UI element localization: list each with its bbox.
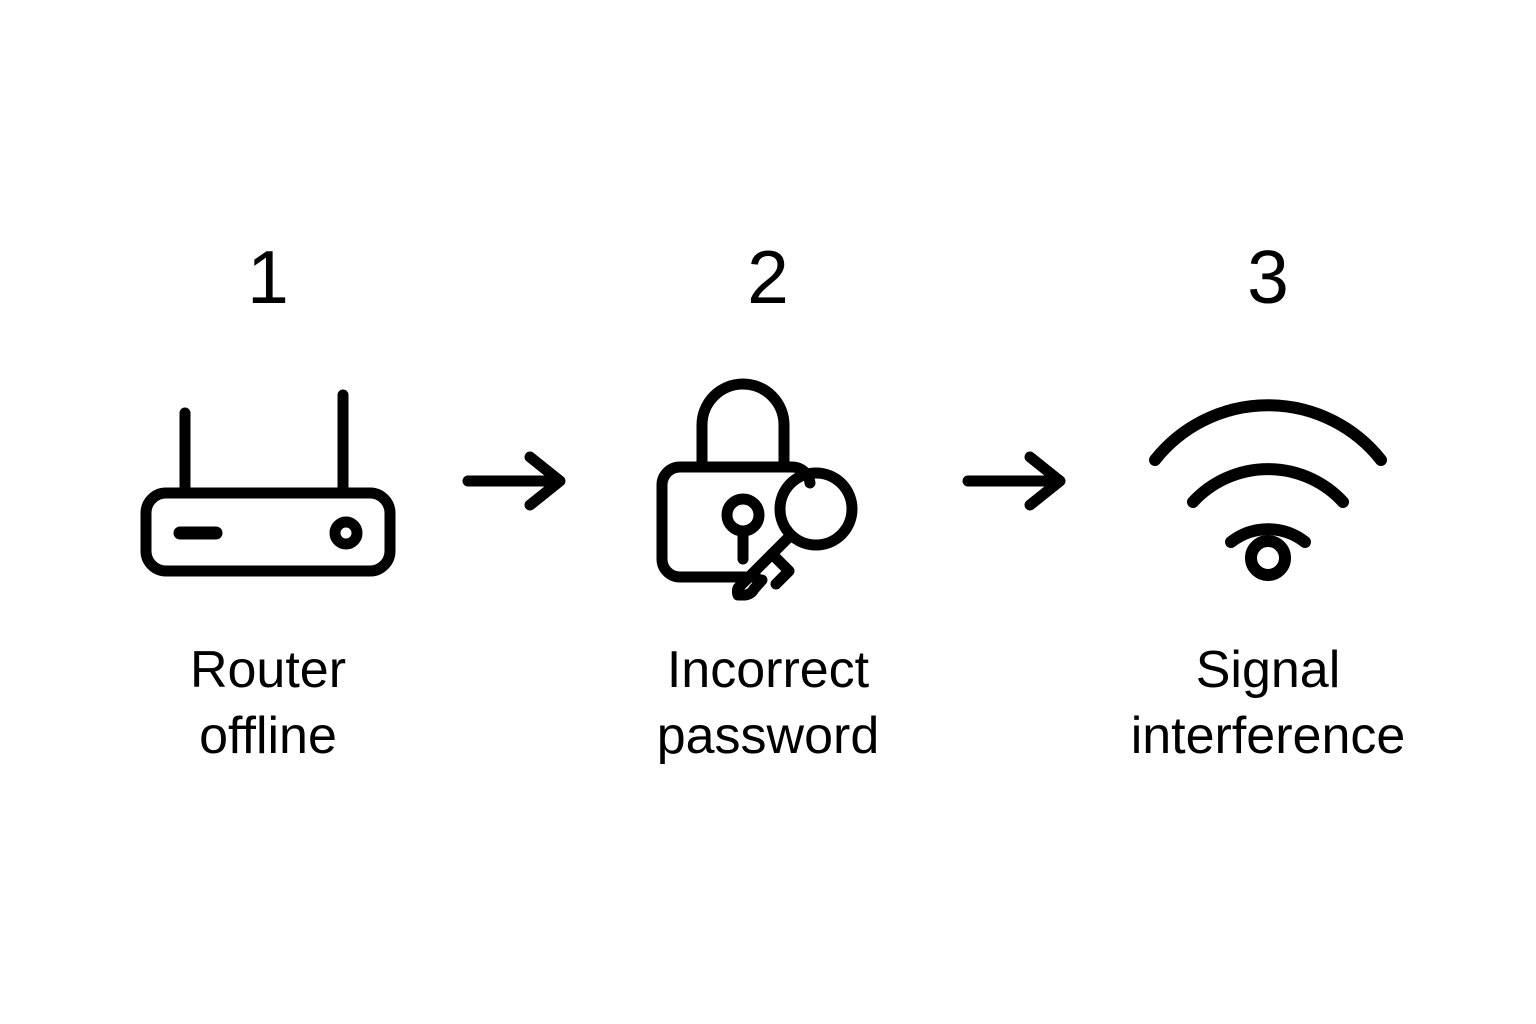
connector-arrow-1 [433, 361, 603, 601]
step-1-number: 1 [247, 235, 289, 319]
step-flow-row: 1 Router offline [0, 235, 1536, 775]
wifi-signal-icon [1118, 361, 1418, 601]
arrow-right-icon [962, 451, 1066, 511]
arrow-right-icon [462, 451, 566, 511]
step-2-number: 2 [747, 235, 789, 319]
connector-arrow-2 [933, 361, 1103, 601]
lock-with-key-icon [618, 361, 918, 601]
step-2-incorrect-password: 2 [603, 235, 933, 769]
step-2-label: Incorrect password [656, 641, 880, 765]
step-3-label: Signal interference [1130, 641, 1406, 765]
step-1-router-offline: 1 Router offline [103, 235, 433, 769]
router-icon [118, 361, 418, 601]
step-3-signal-interference: 3 Signal interference [1103, 235, 1433, 769]
step-1-label: Router offline [189, 641, 347, 765]
step-3-number: 3 [1247, 235, 1289, 319]
